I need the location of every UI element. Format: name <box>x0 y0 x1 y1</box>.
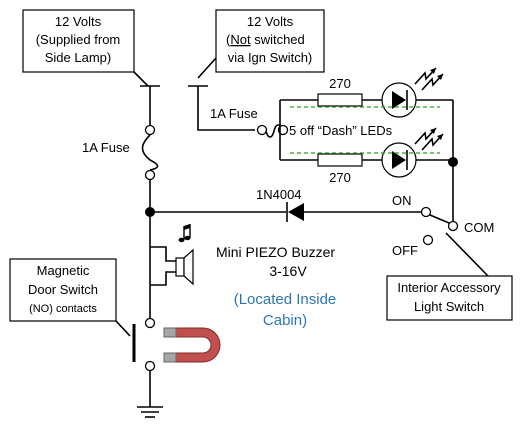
door-switch-terminal-bottom <box>144 360 156 372</box>
buzzer-body <box>175 257 185 277</box>
door-switch-box: Magnetic Door Switch (NO) contacts <box>9 258 117 322</box>
fuse-left-element <box>141 134 159 171</box>
buzzer-line1: Mini PIEZO Buzzer <box>216 244 335 260</box>
accessory-pointer <box>445 232 489 277</box>
door-switch-line3: (NO) contacts <box>29 303 97 315</box>
supply-left-box: 12 Volts (Supplied from Side Lamp) <box>22 9 135 73</box>
fuse-left-terminal-top <box>144 124 156 136</box>
fuse-left-terminal-bottom <box>144 169 156 181</box>
switch-com-terminal <box>447 220 459 232</box>
music-note-icon <box>178 224 191 243</box>
door-switch-terminal-top <box>144 317 156 329</box>
supply-right-line2: (Not switched <box>226 32 305 47</box>
supply-right-box: 12 Volts (Not switched via Ign Switch) <box>215 9 325 73</box>
led-bottom-light-arrow-1 <box>414 127 437 145</box>
resistor-top <box>317 93 363 107</box>
switch-com-label: COM <box>464 220 494 235</box>
led-top-light-arrow-2 <box>421 73 444 91</box>
fuse-right-label: 1A Fuse <box>210 106 258 121</box>
diode-label: 1N4004 <box>256 187 302 202</box>
door-switch-line1: Magnetic <box>37 263 90 278</box>
switch-on-label: ON <box>392 193 412 208</box>
led-top-triangle <box>392 91 406 109</box>
supply-left-line1: 12 Volts <box>55 14 102 29</box>
led-bottom-light-arrow-2 <box>421 133 444 151</box>
supply-right-line1: 12 Volts <box>247 14 294 29</box>
switch-off-label: OFF <box>392 243 418 258</box>
resistor-top-label: 270 <box>329 76 351 91</box>
resistor-bottom-label: 270 <box>329 170 351 185</box>
supply-left-line2: (Supplied from <box>36 32 121 47</box>
magnet-icon <box>163 327 221 363</box>
buzzer-wire-top <box>150 246 176 262</box>
buzzer-location-line2: Cabin) <box>263 312 307 329</box>
led-top-light-arrow-1 <box>414 67 437 85</box>
led-right-junction <box>448 157 458 167</box>
fuse-left-label: 1A Fuse <box>82 140 130 155</box>
switch-lever <box>429 214 450 224</box>
supply-right-pointer <box>197 57 217 79</box>
buzzer-location-line1: (Located Inside <box>234 291 337 308</box>
leds-label: 5 off “Dash” LEDs <box>289 123 393 138</box>
supply-right-line2-rest: switched <box>251 32 305 47</box>
supply-left-pointer <box>133 71 149 87</box>
buzzer-cone <box>183 248 194 286</box>
diode-symbol <box>288 203 304 221</box>
supply-left-line3: Side Lamp) <box>45 50 111 65</box>
accessory-line2: Light Switch <box>414 299 484 314</box>
switch-on-terminal <box>420 206 432 218</box>
buzzer-wire-bottom <box>150 271 176 286</box>
door-switch-line2: Door Switch <box>28 282 98 297</box>
accessory-line1: Interior Accessory <box>397 280 501 295</box>
fuse-right-terminal-left <box>256 124 268 136</box>
accessory-switch-box: Interior Accessory Light Switch <box>386 275 513 321</box>
switch-off-terminal <box>422 234 434 246</box>
buzzer-line2: 3-16V <box>269 263 307 279</box>
right-supply-wire <box>197 86 255 131</box>
led-bottom-triangle <box>392 151 406 169</box>
supply-right-line3: via Ign Switch) <box>228 50 313 65</box>
door-pointer <box>115 320 131 337</box>
supply-right-not: Not <box>230 32 251 47</box>
ground-icon <box>137 406 163 418</box>
resistor-bottom <box>317 153 363 167</box>
